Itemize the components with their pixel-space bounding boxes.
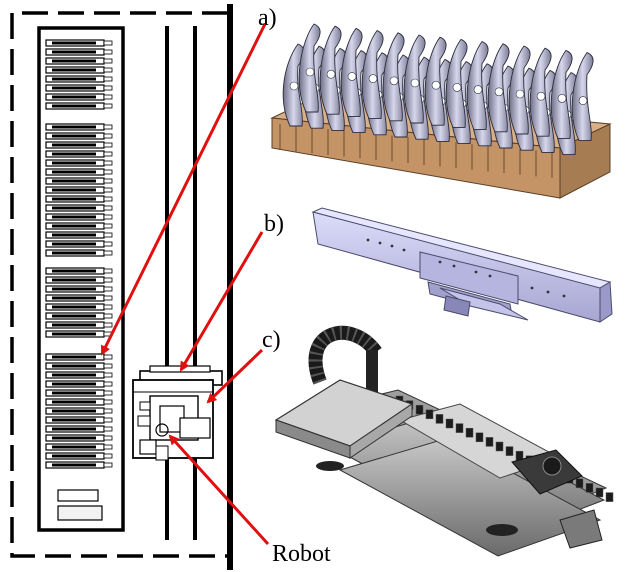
plate-rack-icon [270, 23, 612, 199]
label-robot: Robot [272, 541, 331, 567]
label-c: c) [262, 327, 281, 353]
floor-plan [10, 4, 233, 570]
pointer-arrows [100, 23, 270, 546]
arrow-b [179, 231, 264, 372]
cabinet-box [57, 505, 103, 521]
label-b: b) [264, 211, 284, 237]
robot-carriage-icon [274, 325, 614, 557]
rack-slots [45, 39, 113, 469]
storage-cabinet [37, 26, 125, 532]
gripper-beam-icon [311, 207, 613, 323]
workspace-boundary [10, 11, 228, 558]
label-a: a) [258, 5, 277, 31]
cabinet-tray [57, 489, 99, 502]
arrow-a [100, 23, 267, 356]
arrow-robot [168, 434, 270, 546]
arrow-c [206, 348, 264, 404]
